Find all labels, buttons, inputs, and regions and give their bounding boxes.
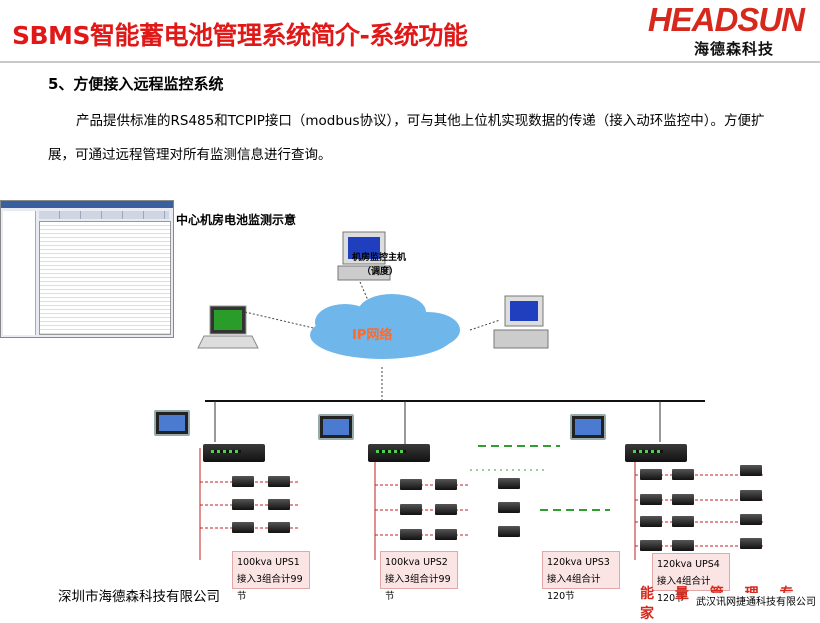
network-label: IP网络 (352, 328, 393, 343)
battery-module-icon (740, 490, 762, 501)
sbms-controller-device (203, 444, 265, 462)
logo-subtext: 海德森科技 (693, 40, 774, 58)
battery-module-icon (498, 478, 520, 489)
battery-module-icon (672, 494, 694, 505)
sbms-controller-device (625, 444, 687, 462)
battery-module-icon (672, 469, 694, 480)
battery-module-icon (232, 499, 254, 510)
section-paragraph: 产品提供标准的RS485和TCPIP接口（modbus协议），可与其他上位机实现… (48, 113, 765, 163)
ups-detail: 接入4组合计120节 (547, 574, 601, 602)
host-label: 机房监控主机 (352, 253, 407, 263)
software-data-grid (39, 221, 171, 335)
footer-credit: 武汉讯网捷通科技有限公司 (694, 593, 818, 608)
section-heading: 5、方便接入远程监控系统 (48, 75, 224, 93)
display-monitor-icon (318, 414, 354, 440)
sbms-controller-device (368, 444, 430, 462)
laptop-icon (197, 305, 259, 349)
battery-module-icon (232, 522, 254, 533)
software-tree-panel (3, 211, 36, 335)
battery-module-icon (672, 516, 694, 527)
ups-label-box: 100kva UPS2 接入3组合计99节 (380, 551, 458, 602)
ups-label-box: 120kva UPS3 接入4组合计120节 (542, 551, 620, 602)
software-titlebar (1, 201, 173, 208)
battery-module-icon (435, 504, 457, 515)
battery-module-icon (672, 540, 694, 551)
battery-module-icon (268, 476, 290, 487)
ups-detail: 接入3组合计99节 (385, 574, 451, 602)
battery-module-icon (498, 502, 520, 513)
ups-detail: 接入4组合计120节 (657, 576, 711, 604)
title-divider (0, 61, 820, 63)
software-tabs (39, 211, 169, 219)
battery-module-icon (400, 504, 422, 515)
battery-module-icon (268, 499, 290, 510)
workstation-icon (493, 295, 549, 349)
ups-name: 120kva UPS3 (547, 557, 610, 568)
battery-module-icon (400, 479, 422, 490)
ups-name: 100kva UPS1 (237, 557, 300, 568)
battery-module-icon (640, 516, 662, 527)
headsun-logo: HEADSUN (647, 1, 805, 38)
display-monitor-icon (570, 414, 606, 440)
diagram-caption: 中心机房电池监测示意 (176, 213, 297, 227)
battery-module-icon (740, 465, 762, 476)
battery-module-icon (640, 494, 662, 505)
page-title: SBMS智能蓄电池管理系统简介-系统功能 (12, 21, 468, 50)
battery-module-icon (400, 529, 422, 540)
battery-module-icon (740, 514, 762, 525)
footer-company: 深圳市海德森科技有限公司 (58, 589, 220, 605)
ups-label-box: 100kva UPS1 接入3组合计99节 (232, 551, 310, 602)
ups-name: 120kva UPS4 (657, 559, 720, 570)
battery-module-icon (435, 529, 457, 540)
display-monitor-icon (154, 410, 190, 436)
ups-name: 100kva UPS2 (385, 557, 448, 568)
battery-module-icon (498, 526, 520, 537)
battery-module-icon (435, 479, 457, 490)
battery-module-icon (640, 469, 662, 480)
battery-module-icon (740, 538, 762, 549)
battery-module-icon (232, 476, 254, 487)
monitoring-software-screenshot (0, 200, 174, 338)
battery-module-icon (268, 522, 290, 533)
ups-detail: 接入3组合计99节 (237, 574, 303, 602)
ups-label-box: 120kva UPS4 接入4组合计120节 (652, 553, 730, 604)
host-label-2: （调度） (362, 267, 399, 277)
network-diagram (197, 231, 765, 560)
battery-module-icon (640, 540, 662, 551)
ip-network-cloud (310, 294, 460, 359)
host-computer-icon (337, 231, 391, 281)
